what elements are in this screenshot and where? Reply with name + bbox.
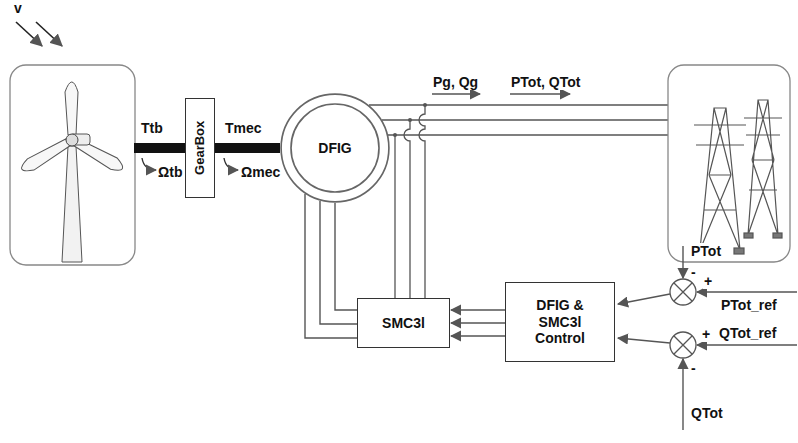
signal-wire (451, 309, 505, 310)
grid-line (382, 119, 668, 120)
converter-box: SMC3l (357, 298, 450, 348)
node-label: GearBox (192, 121, 208, 175)
summing-circle (670, 279, 696, 305)
rotation-arrow (224, 158, 238, 170)
node-label: DFIG & SMC3l Control (520, 297, 600, 347)
gearbox-box: GearBox (185, 98, 215, 198)
junction-dot (423, 103, 427, 107)
signal-wire (451, 335, 505, 336)
sign-symbol: + (701, 326, 711, 342)
torque-label: Ttb (140, 120, 164, 136)
rotor-ring (291, 104, 379, 192)
sign-symbol: - (690, 264, 697, 280)
power-label: PTot, QTot (510, 74, 581, 90)
turbine-shaft (134, 143, 186, 153)
error-arrow (618, 294, 670, 304)
converter-wire (394, 135, 395, 298)
feedback-arrow (682, 359, 683, 430)
speed-label: Ωtb (157, 164, 183, 180)
wind-speed: v (13, 0, 23, 16)
sign-symbol: - (690, 360, 697, 376)
rotation-arrow (142, 158, 156, 170)
turbine-tower (62, 146, 82, 262)
signal-name: PTot_ref (720, 297, 778, 313)
sign-symbol: + (703, 273, 713, 289)
signal-name: PTot (690, 243, 722, 259)
grid-line (369, 104, 668, 105)
drive-shaft (215, 143, 280, 153)
speed-label: Ωmec (240, 164, 281, 180)
turbine-rotor (19, 82, 126, 175)
generator-circle: DFIG (280, 93, 390, 203)
control-box: DFIG & SMC3l Control (505, 282, 615, 362)
wind-arrow (36, 22, 62, 46)
junction-dot (393, 133, 397, 137)
node-label: SMC3l (382, 315, 425, 332)
signal-wire (320, 201, 357, 324)
turbine-blade (19, 137, 71, 175)
pylon (694, 100, 782, 254)
turbine-blade (65, 82, 78, 135)
summing-junction (670, 279, 696, 358)
error-arrow (618, 338, 670, 343)
signal-name: QTot (690, 405, 724, 421)
turbine-hub (66, 134, 78, 146)
wind-arrow (16, 22, 42, 46)
signal-wire (451, 322, 505, 323)
turbine-frame (10, 65, 135, 265)
signal-wire (305, 194, 357, 338)
grid-line (388, 134, 668, 135)
reference-arrow (697, 291, 797, 292)
grid-frame (668, 65, 790, 262)
flow-arrow (510, 93, 570, 94)
flow-arrow (432, 93, 480, 94)
pylon-frame (694, 108, 746, 250)
summing-circle (670, 332, 696, 358)
torque-label: Tmec (224, 120, 263, 136)
pylon-base (744, 233, 753, 238)
node-label: DFIG (318, 140, 351, 157)
signal-wire (335, 203, 357, 310)
power-label: Pg, Qg (432, 74, 479, 90)
junction-dot (408, 118, 412, 122)
summing-cross (674, 336, 692, 354)
stator-ring (281, 94, 389, 202)
summing-cross (674, 283, 692, 301)
pylon-frame (744, 100, 782, 235)
converter-wire (404, 120, 410, 298)
converter-wire (419, 105, 425, 298)
pylon-base (773, 233, 782, 238)
reference-arrow (697, 344, 797, 345)
signal-name: QTot_ref (718, 325, 777, 341)
feedback-arrow (682, 246, 683, 278)
pylon-base (734, 248, 744, 254)
